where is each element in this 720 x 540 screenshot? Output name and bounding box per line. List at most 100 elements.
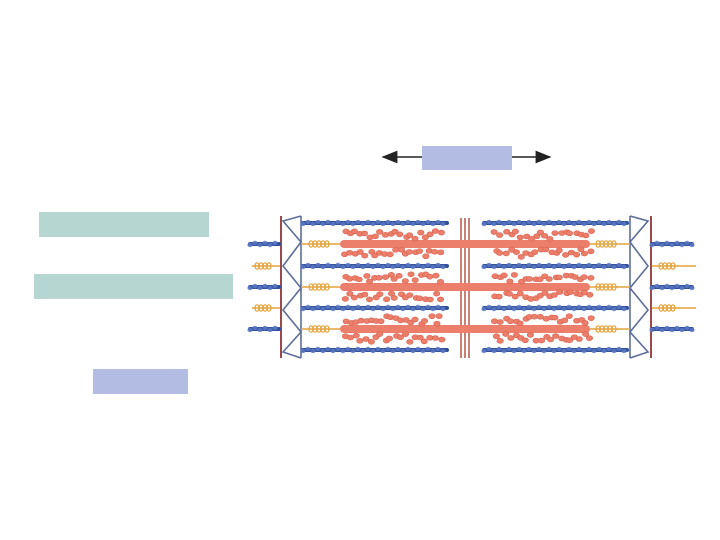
myosin-head — [587, 228, 595, 234]
actin-right-0-bead — [616, 219, 622, 225]
actin-left-3-bead — [365, 346, 371, 352]
titin-coil — [266, 262, 272, 270]
actin-left-3-bead — [440, 348, 446, 354]
actin-left-2-bead — [390, 306, 396, 312]
actin-right-2 — [481, 304, 629, 312]
myosin-head — [575, 336, 583, 342]
actin-left-3-bead — [435, 346, 441, 352]
actin-left-1-bead — [320, 264, 326, 270]
actin-outer-left-2-bead — [247, 327, 253, 333]
myosin-head — [573, 251, 581, 258]
myosin-head — [525, 276, 533, 282]
actin-right-1-bead — [501, 264, 507, 270]
actin-right-2-bead — [496, 304, 502, 310]
actin-left-0 — [300, 219, 449, 227]
myosin-head — [350, 294, 358, 301]
myosin-head — [565, 230, 573, 237]
actin-left-0-bead — [435, 219, 441, 225]
actin-right-0-bead — [581, 221, 587, 227]
actin-left-3-bead — [390, 348, 396, 354]
myosin-head — [376, 331, 384, 337]
actin-left-2 — [300, 304, 449, 312]
z-disc-right — [628, 215, 650, 359]
myosin-head — [541, 290, 549, 296]
myosin-head — [507, 318, 515, 325]
actin-right-3-bead — [591, 348, 597, 354]
actin-outer-left-1-bead — [257, 285, 263, 291]
actin-left-0-bead — [325, 219, 331, 225]
myosin-head — [551, 230, 559, 236]
thick-filament-2-shaft — [340, 325, 590, 333]
thin-filament-group — [247, 219, 695, 354]
actin-right-3-bead — [526, 346, 532, 352]
actin-left-2-bead — [400, 306, 406, 312]
actin-left-0-bead — [370, 221, 376, 227]
myosin-head — [555, 274, 563, 281]
myosin-head — [376, 291, 384, 297]
actin-right-0-bead — [531, 221, 537, 227]
actin-left-1-bead — [385, 262, 391, 268]
myosin-head — [367, 338, 375, 345]
myosin-head — [502, 250, 510, 257]
actin-right-2-bead — [581, 306, 587, 312]
myosin-head — [437, 229, 445, 236]
myosin-head — [406, 292, 414, 298]
actin-right-1-bead — [516, 262, 522, 268]
actin-right-2-bead — [486, 304, 492, 310]
actin-left-3-bead — [325, 346, 331, 352]
actin-right-3-bead — [481, 348, 487, 354]
actin-left-1-bead — [335, 262, 341, 268]
myosin-head — [377, 318, 385, 325]
myosin-head — [490, 318, 498, 325]
myosin-head — [565, 313, 573, 319]
actin-right-2-bead — [576, 304, 582, 310]
myosin-head — [356, 338, 364, 344]
actin-left-2-bead — [440, 306, 446, 312]
actin-right-2-bead — [566, 304, 572, 310]
myosin-head — [382, 274, 390, 280]
actin-left-2-bead — [345, 304, 351, 310]
titin-coil — [670, 262, 676, 270]
actin-right-3-bead — [606, 346, 612, 352]
actin-outer-right-1 — [649, 283, 695, 291]
myosin-head — [582, 331, 590, 337]
actin-right-1-bead — [576, 262, 582, 268]
actin-outer-right-0-bead — [689, 242, 695, 248]
actin-outer-right-0-bead — [679, 242, 685, 248]
label-box-thick-filament — [34, 274, 233, 299]
actin-outer-right-1-bead — [649, 285, 655, 291]
myosin-head — [586, 291, 594, 298]
myosin-head — [510, 272, 518, 278]
titin-right-1 — [585, 283, 630, 291]
actin-outer-left-0-bead — [252, 240, 258, 246]
actin-right-1-bead — [511, 264, 517, 270]
actin-right-3-bead — [621, 348, 627, 354]
titin-outer-left-0 — [252, 262, 280, 270]
actin-right-0-bead — [556, 219, 562, 225]
actin-right-2-bead — [616, 304, 622, 310]
actin-right-3-bead — [571, 348, 577, 354]
thick-filament-2 — [340, 313, 595, 345]
myosin-head — [542, 246, 550, 253]
actin-left-1-bead — [305, 262, 311, 268]
myosin-head — [406, 339, 414, 345]
actin-right-3-bead — [536, 346, 542, 352]
actin-left-1-bead — [360, 264, 366, 270]
myosin-head — [385, 335, 393, 342]
actin-outer-left-2-bead — [252, 325, 258, 331]
thick-filament-1 — [340, 271, 595, 303]
myosin-head — [433, 290, 441, 297]
actin-right-3-bead — [496, 346, 502, 352]
actin-right-1-bead — [621, 264, 627, 270]
actin-left-1-bead — [355, 262, 361, 268]
myosin-head — [416, 295, 424, 302]
label-box-z-disc — [93, 369, 188, 394]
actin-outer-right-2-bead — [664, 325, 670, 331]
myosin-head — [507, 335, 515, 341]
actin-right-2-bead — [551, 306, 557, 312]
actin-left-2-bead — [365, 304, 371, 310]
myosin-head — [587, 315, 595, 321]
myosin-head — [395, 272, 403, 279]
titin-coil — [611, 240, 617, 248]
actin-right-3-bead — [556, 346, 562, 352]
